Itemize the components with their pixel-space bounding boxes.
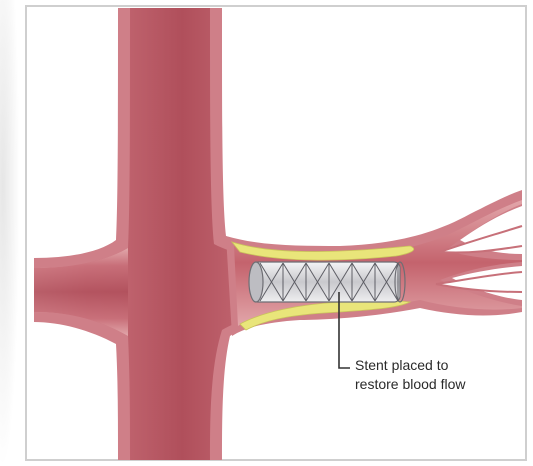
left-texture-margin <box>0 0 28 466</box>
stent-callout-label: Stent placed to restore blood flow <box>355 356 466 394</box>
callout-line-2: restore blood flow <box>355 375 466 394</box>
stent-mesh-icon <box>249 262 405 302</box>
callout-line-1: Stent placed to <box>355 356 466 375</box>
